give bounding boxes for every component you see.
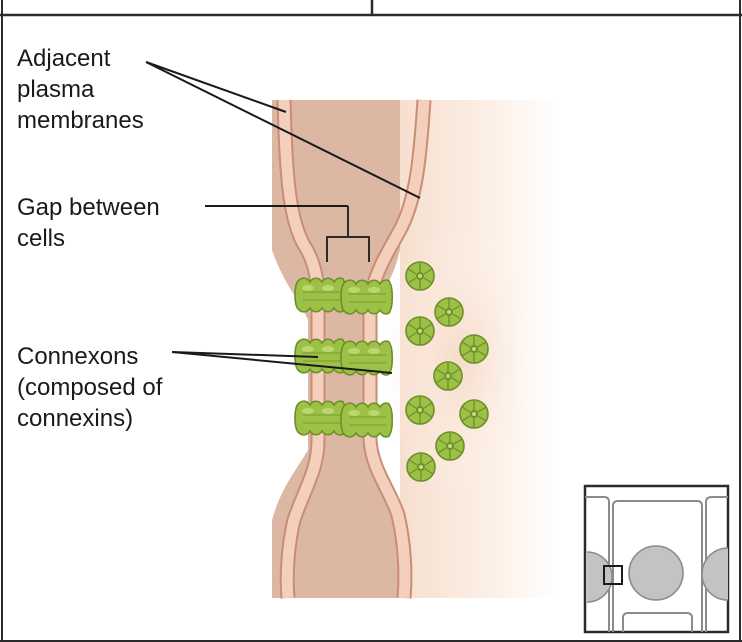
- connexon-end-view-icon: [405, 261, 435, 291]
- connexon-end-view-icon: [459, 334, 489, 364]
- label-line: Adjacent: [17, 45, 111, 72]
- connexon-end-view-icon: [459, 399, 489, 429]
- leader-lines: [145, 61, 421, 374]
- label-line: membranes: [17, 107, 144, 134]
- label-line: connexins): [17, 405, 134, 432]
- label-line: plasma: [17, 76, 95, 103]
- gap-bracket: [326, 206, 370, 262]
- leader-line-connexons-lower: [171, 351, 393, 374]
- label-gap-between-cells: Gap between cells: [17, 192, 160, 254]
- label-line: Gap between: [17, 194, 160, 221]
- connexon-icon: [294, 400, 394, 438]
- connexon-end-view-icon: [434, 297, 464, 327]
- label-line: cells: [17, 225, 66, 252]
- cell-overview-inset: [583, 484, 730, 634]
- label-line: (composed of: [17, 374, 163, 401]
- leader-line-membranes-left: [145, 61, 287, 113]
- connexon-end-view-icon: [406, 452, 436, 482]
- connexon-end-view-icon: [435, 431, 465, 461]
- leader-line-membranes-right: [145, 61, 421, 199]
- inset-focus-box: [603, 565, 623, 585]
- membrane-surface-haze: [380, 220, 540, 500]
- label-line: Connexons: [17, 343, 139, 370]
- label-connexons: Connexons (composed of connexins): [17, 341, 162, 434]
- connexon-end-view-icon: [405, 316, 435, 346]
- connexon-icon: [294, 277, 394, 315]
- connexon-end-view-icon: [405, 395, 435, 425]
- label-adjacent-plasma-membranes: Adjacent plasma membranes: [17, 43, 144, 136]
- connexon-end-view-icon: [433, 361, 463, 391]
- leader-line-connexons-upper: [171, 351, 319, 358]
